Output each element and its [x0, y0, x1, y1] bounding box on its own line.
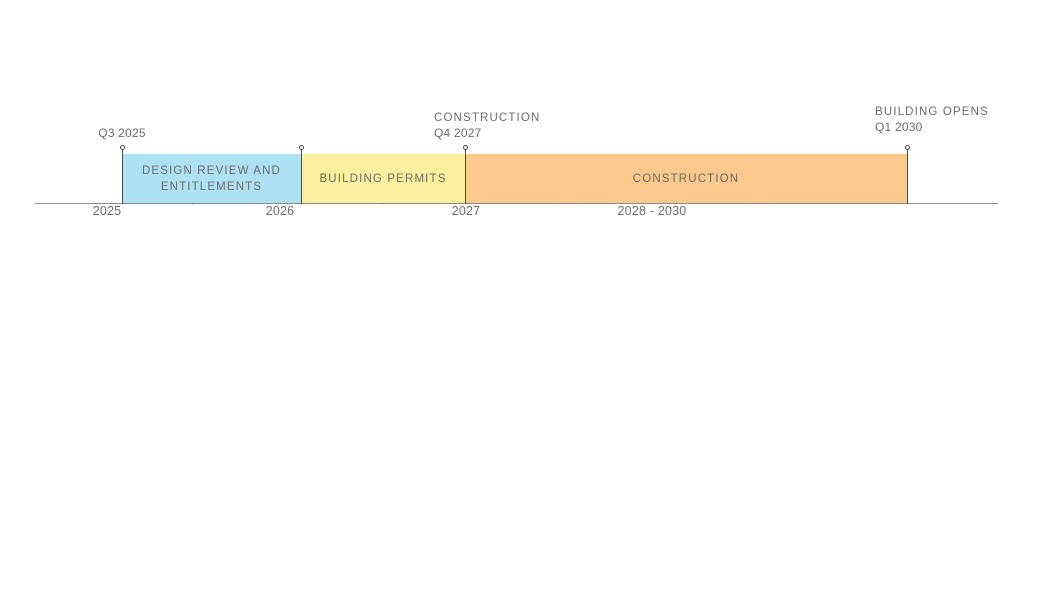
year-label-2027: 2027	[452, 204, 481, 218]
milestone-stem-2026	[301, 148, 302, 204]
milestone-title-q4-2027: CONSTRUCTION	[434, 112, 541, 124]
milestone-dot-q4-2027[interactable]	[463, 145, 468, 150]
year-label-2026: 2026	[266, 204, 295, 218]
milestone-dot-q1-2030[interactable]	[905, 145, 910, 150]
milestone-date-q3-2025: Q3 2025	[98, 126, 146, 140]
milestone-stem-q4-2027	[465, 148, 466, 204]
timeline-axis-line	[35, 203, 998, 204]
year-label-2028-2030-text: 2028 - 2030	[617, 204, 687, 218]
milestone-stem-q1-2030	[907, 148, 908, 204]
milestone-dot-2026[interactable]	[299, 145, 304, 150]
milestone-label-q4-2027: CONSTRUCTION Q4 2027	[434, 111, 540, 141]
phase-bar-building-permits[interactable]: BUILDING PERMITS	[301, 154, 465, 203]
milestone-dot-q3-2025[interactable]	[120, 145, 125, 150]
milestone-date-q1-2030: Q1 2030	[875, 120, 923, 134]
year-label-2027-text: 2027	[451, 204, 481, 218]
year-label-2028-2030: 2028 - 2030	[618, 204, 687, 218]
year-label-2026-text: 2026	[265, 204, 295, 218]
phase-bar-design-review[interactable]: DESIGN REVIEW AND ENTITLEMENTS	[122, 154, 301, 203]
phase-label-design-review: DESIGN REVIEW AND ENTITLEMENTS	[141, 164, 282, 193]
phase-bar-construction[interactable]: CONSTRUCTION	[465, 154, 907, 203]
phase-label-construction: CONSTRUCTION	[632, 172, 740, 185]
milestone-date-q4-2027: Q4 2027	[434, 126, 482, 140]
year-label-2025-text: 2025	[92, 204, 122, 218]
year-label-2025: 2025	[93, 204, 122, 218]
milestone-stem-q3-2025	[122, 148, 123, 204]
milestone-label-q3-2025: Q3 2025	[98, 126, 145, 141]
milestone-label-q1-2030: BUILDING OPENS Q1 2030	[875, 105, 989, 135]
milestone-title-q1-2030: BUILDING OPENS	[875, 106, 989, 118]
phase-label-building-permits: BUILDING PERMITS	[319, 172, 447, 185]
